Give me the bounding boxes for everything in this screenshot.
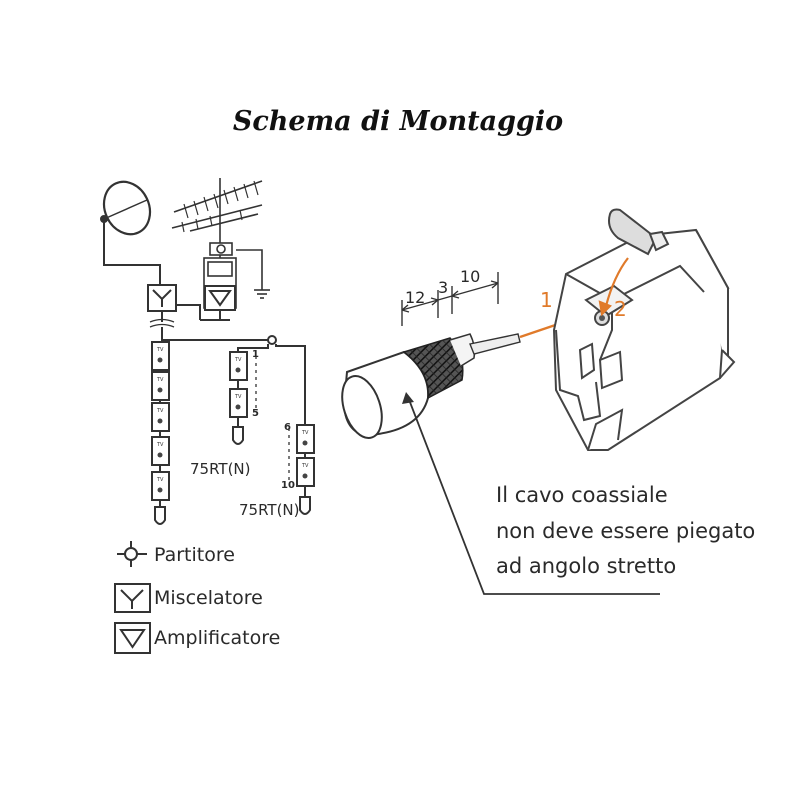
trunk-1-outlets bbox=[151, 341, 170, 525]
step-2-label: 2 bbox=[614, 297, 627, 321]
legend-mixer-icon bbox=[114, 583, 151, 613]
legend-splitter-icon bbox=[117, 541, 147, 567]
coaxial-cable-icon bbox=[341, 333, 521, 439]
strip-dimensions bbox=[401, 272, 499, 326]
note-line-3: ad angolo stretto bbox=[496, 554, 676, 578]
distribution-schematic bbox=[100, 178, 315, 525]
page-title: Schema di Montaggio bbox=[233, 106, 563, 137]
dimension-12: 12 bbox=[405, 288, 425, 307]
outlet-labels: TV TV TV TV TV TV TV TV TV bbox=[156, 347, 309, 483]
coax-assembly: 12 3 10 1 bbox=[341, 208, 736, 595]
terminator-label-1: 75RT(N) bbox=[190, 460, 251, 478]
trunk-2-outlets bbox=[229, 351, 248, 445]
note-line-1: Il cavo coassiale bbox=[496, 483, 668, 507]
outlet-label: TV bbox=[301, 463, 309, 469]
legend bbox=[114, 541, 151, 654]
outlet-sockets bbox=[157, 357, 308, 493]
wall-socket-icon bbox=[552, 208, 736, 451]
legend-label-partitore: Partitore bbox=[154, 544, 235, 566]
satellite-dish-icon bbox=[100, 180, 161, 285]
outlet-label: TV bbox=[156, 377, 164, 383]
outlet-label: TV bbox=[301, 430, 309, 436]
dimension-10: 10 bbox=[460, 267, 480, 286]
amplifier-symbol bbox=[204, 285, 236, 311]
legend-amplifier-icon bbox=[114, 622, 151, 654]
callout-arrowhead bbox=[402, 392, 414, 404]
rotation-arrow bbox=[598, 257, 629, 317]
outlet-label: TV bbox=[156, 408, 164, 414]
mixer-symbol bbox=[147, 284, 177, 312]
splitter-symbol bbox=[264, 335, 277, 345]
dimension-3: 3 bbox=[438, 278, 448, 297]
range-2-end: 10 bbox=[281, 480, 295, 491]
outlet-label: TV bbox=[156, 347, 164, 353]
outlet-label: TV bbox=[234, 357, 242, 363]
legend-label-amplificatore: Amplificatore bbox=[154, 627, 280, 649]
range-1-end: 5 bbox=[252, 408, 259, 419]
outlet-label: TV bbox=[156, 477, 164, 483]
callout-line bbox=[407, 396, 660, 595]
trunk-3-outlets bbox=[296, 424, 315, 515]
outlet-label: TV bbox=[234, 394, 242, 400]
legend-label-miscelatore: Miscelatore bbox=[154, 587, 263, 609]
note-line-2: non deve essere piegato bbox=[496, 519, 755, 543]
outlet-label: TV bbox=[156, 442, 164, 448]
terminator-label-2: 75RT(N) bbox=[239, 501, 300, 519]
range-1-start: 1 bbox=[252, 349, 259, 360]
range-2-start: 6 bbox=[284, 422, 291, 433]
step-1-label: 1 bbox=[540, 288, 553, 312]
